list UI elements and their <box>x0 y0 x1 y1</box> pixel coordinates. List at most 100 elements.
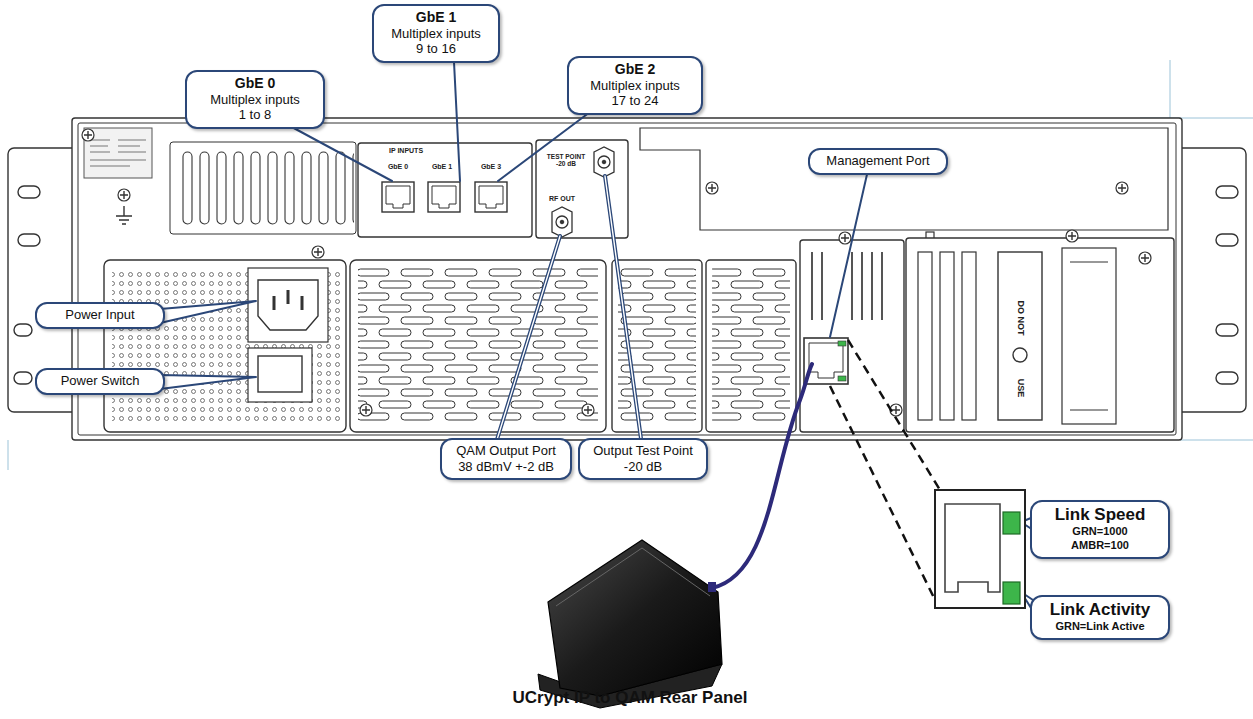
inlet-pins <box>274 290 302 310</box>
callout-box: Output Test Point -20 dB <box>578 438 708 480</box>
screw <box>1066 230 1078 242</box>
callout-text: Power Input <box>45 307 155 323</box>
card-fin <box>962 252 976 420</box>
callout-text: QAM Output Port 38 dBmV +-2 dB <box>452 443 560 474</box>
laptop-highlight <box>556 548 710 606</box>
silkscreen-label: DO NOT <box>1015 301 1025 336</box>
callout-heading: GbE 1 <box>382 9 490 26</box>
ear-slot <box>1216 372 1238 384</box>
leader-line <box>605 176 642 446</box>
screw <box>118 189 130 201</box>
ear-slot <box>14 372 32 384</box>
card-knob <box>1013 348 1027 362</box>
callout-heading: GbE 2 <box>577 61 693 78</box>
screw <box>582 404 594 416</box>
ear-slot <box>1216 324 1238 336</box>
guide-lines <box>8 60 1253 470</box>
silkscreen-label: TEST POINT -20 dB <box>546 153 586 167</box>
screw <box>82 129 94 141</box>
guide-line <box>1170 60 1171 118</box>
callout-text: GRN=Link Active <box>1040 620 1160 634</box>
leader-line <box>290 126 392 181</box>
ear-slot <box>18 186 40 198</box>
management-frame <box>800 240 904 432</box>
callout-text: Management Port <box>818 153 938 169</box>
f-connector-pin <box>602 160 606 164</box>
rj45-jack <box>382 182 414 212</box>
leader-line-core <box>495 236 560 446</box>
psu-holes <box>112 268 340 425</box>
callout-text: Multiplex inputs 17 to 24 <box>585 78 685 109</box>
management-jack-opening <box>809 343 843 378</box>
jack-inset <box>935 490 1025 608</box>
leader-line <box>454 62 460 181</box>
callout-box: QAM Output Port 38 dBmV +-2 dB <box>440 438 572 480</box>
bracket-lines <box>1070 262 1108 410</box>
callout-box: Link ActivityGRN=Link Active <box>1030 595 1170 640</box>
card-handle <box>998 252 1042 420</box>
callout-box: Power Switch <box>35 368 165 395</box>
callout-pointer <box>160 375 256 389</box>
link-speed-led <box>1003 512 1020 534</box>
screw <box>1139 252 1151 264</box>
guide-line <box>8 440 9 470</box>
rj45-jack-opening <box>479 186 503 208</box>
ear-slot <box>1216 234 1238 246</box>
vent-frame <box>612 260 702 432</box>
led <box>838 376 846 381</box>
silkscreen-label: IP INPUTS <box>389 147 423 155</box>
card-fin <box>918 252 932 420</box>
zoom-line <box>830 386 938 606</box>
callout-pointer <box>160 301 256 323</box>
iec-inlet <box>258 280 318 330</box>
callout-box: Management Port <box>808 148 948 175</box>
card-frame <box>906 238 1174 432</box>
vent-frame <box>350 260 606 432</box>
silkscreen-label: RF OUT <box>549 195 575 203</box>
guide-line <box>1180 440 1253 441</box>
card-bracket <box>1062 248 1116 424</box>
rj45-jack <box>475 182 507 212</box>
inlet-frame <box>248 268 328 342</box>
power-switch <box>258 356 302 392</box>
screw <box>1116 182 1128 194</box>
callout-text: Multiplex inputs 1 to 8 <box>207 92 303 123</box>
link-activity-led <box>1003 582 1020 604</box>
zoom-line <box>848 340 940 490</box>
vent-frame <box>706 260 796 432</box>
rf-plate-outline <box>536 140 628 238</box>
leader-lines <box>290 62 868 446</box>
silkscreen-label: GbE 1 <box>432 163 452 171</box>
ear-slot <box>18 234 40 246</box>
vent-blocks <box>350 260 796 432</box>
vent-slots <box>358 268 598 424</box>
screw <box>312 246 324 258</box>
power-supply <box>104 260 346 432</box>
ear-slot <box>14 324 32 336</box>
chassis-body <box>72 118 1182 440</box>
callout-heading: GbE 0 <box>195 75 315 92</box>
leader-line <box>495 236 560 446</box>
rj45-jack-opening <box>432 186 456 208</box>
vent-slots <box>712 268 790 424</box>
psu-frame <box>104 260 346 432</box>
laptop <box>538 364 812 708</box>
chassis-inner-edge <box>78 123 1176 435</box>
chassis <box>8 118 1246 440</box>
ethernet-cable <box>712 364 812 588</box>
screw <box>360 404 372 416</box>
callout-box: GbE 1Multiplex inputs 9 to 16 <box>372 4 500 63</box>
card-fin <box>940 252 954 420</box>
ip-input-plate <box>358 143 532 237</box>
cable-plug <box>708 582 716 592</box>
rj45-jack <box>428 182 460 212</box>
ear-slot <box>1216 186 1238 198</box>
management-area <box>800 240 904 432</box>
callout-text: Multiplex inputs 9 to 16 <box>388 26 484 57</box>
callout-heading: Link Activity <box>1040 600 1160 620</box>
zoom-lines <box>830 340 940 606</box>
vent-slots <box>178 148 354 228</box>
callout-text: Power Switch <box>45 373 155 389</box>
laptop-lid <box>548 540 722 696</box>
